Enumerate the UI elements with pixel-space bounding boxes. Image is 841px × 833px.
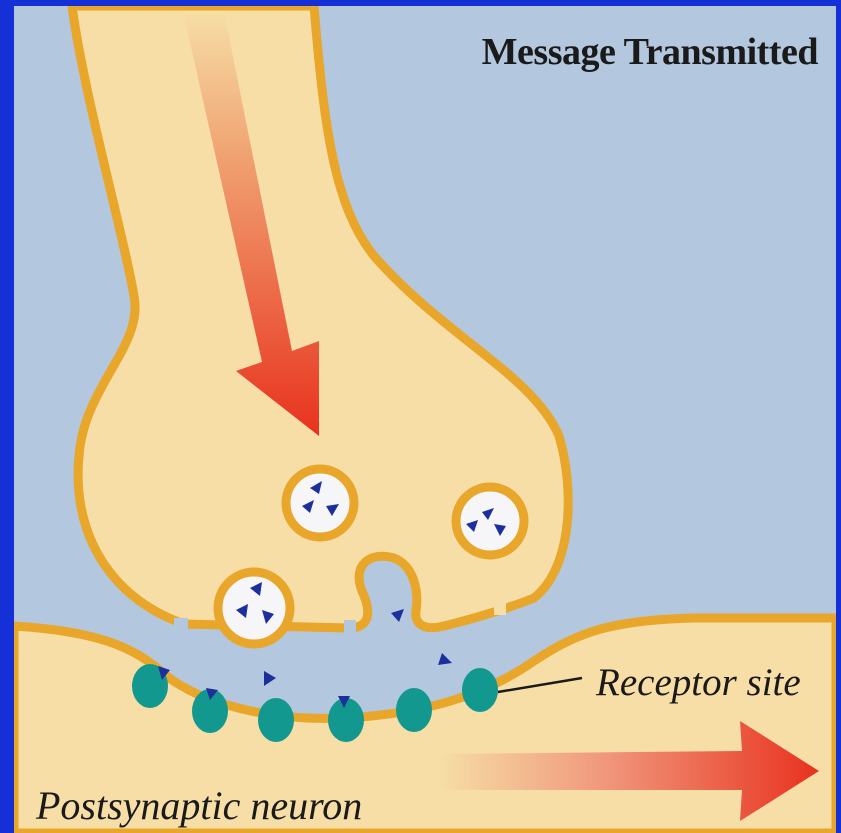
membrane-gap bbox=[344, 620, 356, 636]
vesicle-icon bbox=[456, 487, 524, 555]
postsynaptic-neuron-label: Postsynaptic neuron bbox=[36, 782, 362, 829]
vesicle-icon bbox=[286, 469, 354, 537]
vesicle-icon bbox=[218, 572, 290, 644]
synapse-illustration: Message Transmitted Receptor site Postsy… bbox=[14, 6, 836, 833]
membrane-gap bbox=[494, 599, 506, 615]
diagram-title: Message Transmitted bbox=[482, 30, 818, 74]
synapse-diagram bbox=[14, 6, 836, 833]
receptor-site-label: Receptor site bbox=[596, 660, 801, 705]
membrane-gap bbox=[174, 618, 188, 634]
